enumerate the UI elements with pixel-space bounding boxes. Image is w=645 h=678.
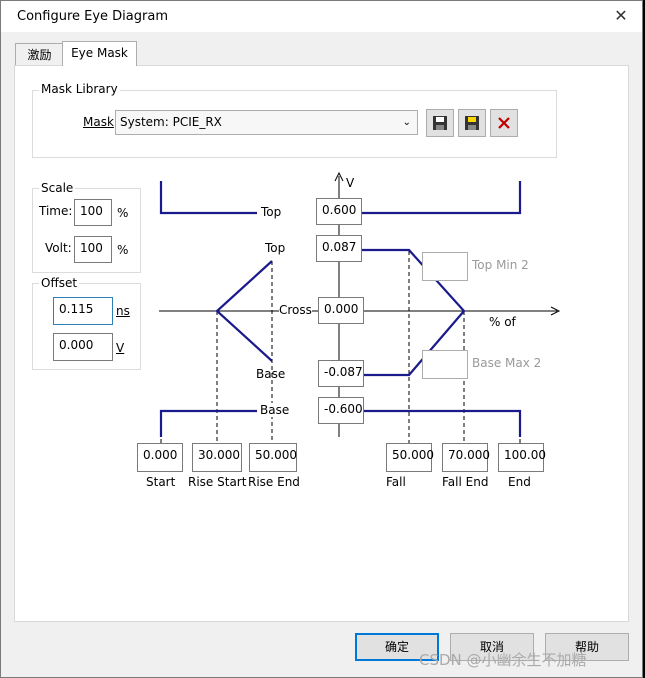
scale-legend: Scale [39, 181, 76, 195]
end-label: End [508, 475, 531, 489]
save-as-button[interactable] [458, 109, 486, 137]
save-icon [433, 116, 447, 130]
ok-button[interactable]: 确定 [355, 633, 439, 661]
base-max2-label: Base Max 2 [472, 356, 542, 370]
save-button[interactable] [426, 109, 454, 137]
start-input[interactable]: 0.000 [137, 443, 183, 472]
base-outer-input[interactable]: -0.600 [318, 397, 364, 424]
mask-select-value: System: PCIE_RX [120, 115, 222, 129]
mask-library-group [32, 90, 557, 158]
top-min2-input[interactable] [422, 252, 468, 281]
close-icon[interactable]: ✕ [614, 6, 628, 25]
base-inner-label: Base [256, 367, 286, 381]
rise-start-label: Rise Start [188, 475, 247, 489]
volt-offset-input[interactable]: 0.000 [53, 333, 113, 361]
base-outer-label: Base [260, 403, 290, 417]
tab-eye-mask[interactable]: Eye Mask [62, 41, 137, 66]
volt-offset-unit: V [116, 341, 125, 355]
fall-end-label: Fall End [442, 475, 489, 489]
rise-start-input[interactable]: 30.000 [192, 443, 242, 472]
fall-end-input[interactable]: 70.000 [442, 443, 490, 472]
time-scale-input[interactable]: 100 [74, 199, 112, 226]
volt-label: Volt: [45, 241, 72, 255]
offset-group [32, 283, 141, 370]
mask-lines [159, 181, 522, 437]
cross-input[interactable]: 0.000 [318, 297, 364, 324]
cancel-button[interactable]: 取消 [450, 633, 534, 661]
watermark: CSDN @小幽余生不加糖 [419, 651, 587, 669]
delete-button[interactable] [490, 109, 518, 137]
end-input[interactable]: 100.00 [498, 443, 546, 472]
top-min2-label: Top Min 2 [472, 258, 529, 272]
mask-label: Mask [83, 115, 114, 129]
mask-library-legend: Mask Library [39, 82, 120, 96]
scale-group [32, 188, 141, 273]
window-title: Configure Eye Diagram [17, 9, 168, 24]
fall-input[interactable]: 50.000 [386, 443, 434, 472]
delete-icon [498, 117, 510, 129]
top-inner-label: Top [265, 241, 286, 255]
fall-label: Fall [386, 475, 406, 489]
start-label: Start [146, 475, 176, 489]
title-bar: Configure Eye Diagram ✕ [1, 1, 642, 32]
base-inner-input[interactable]: -0.087 [318, 360, 364, 387]
volt-scale-input[interactable]: 100 [74, 236, 112, 263]
v-axis-arrow-icon [334, 171, 344, 182]
volt-unit: % [117, 243, 129, 257]
time-unit: % [117, 206, 129, 220]
top-inner-input[interactable]: 0.087 [316, 235, 362, 262]
top-outer-label: Top [261, 205, 282, 219]
cross-label: Cross [279, 303, 312, 317]
time-offset-unit: ns [116, 304, 130, 318]
save-as-icon [465, 116, 479, 130]
chevron-down-icon: ⌄ [402, 117, 411, 128]
help-button[interactable]: 帮助 [545, 633, 629, 661]
v-axis-label: V [346, 176, 355, 190]
x-axis-arrow-icon [550, 306, 561, 316]
top-outer-input[interactable]: 0.600 [316, 198, 362, 225]
rise-end-label: Rise End [248, 475, 300, 489]
offset-legend: Offset [39, 276, 80, 290]
time-offset-input[interactable]: 0.115 [53, 297, 113, 325]
x-axis-label: % of [489, 315, 516, 329]
mask-select[interactable]: System: PCIE_RX ⌄ [115, 110, 418, 135]
base-max2-input[interactable] [422, 350, 468, 379]
rise-end-input[interactable]: 50.000 [249, 443, 297, 472]
time-label: Time: [39, 204, 73, 218]
